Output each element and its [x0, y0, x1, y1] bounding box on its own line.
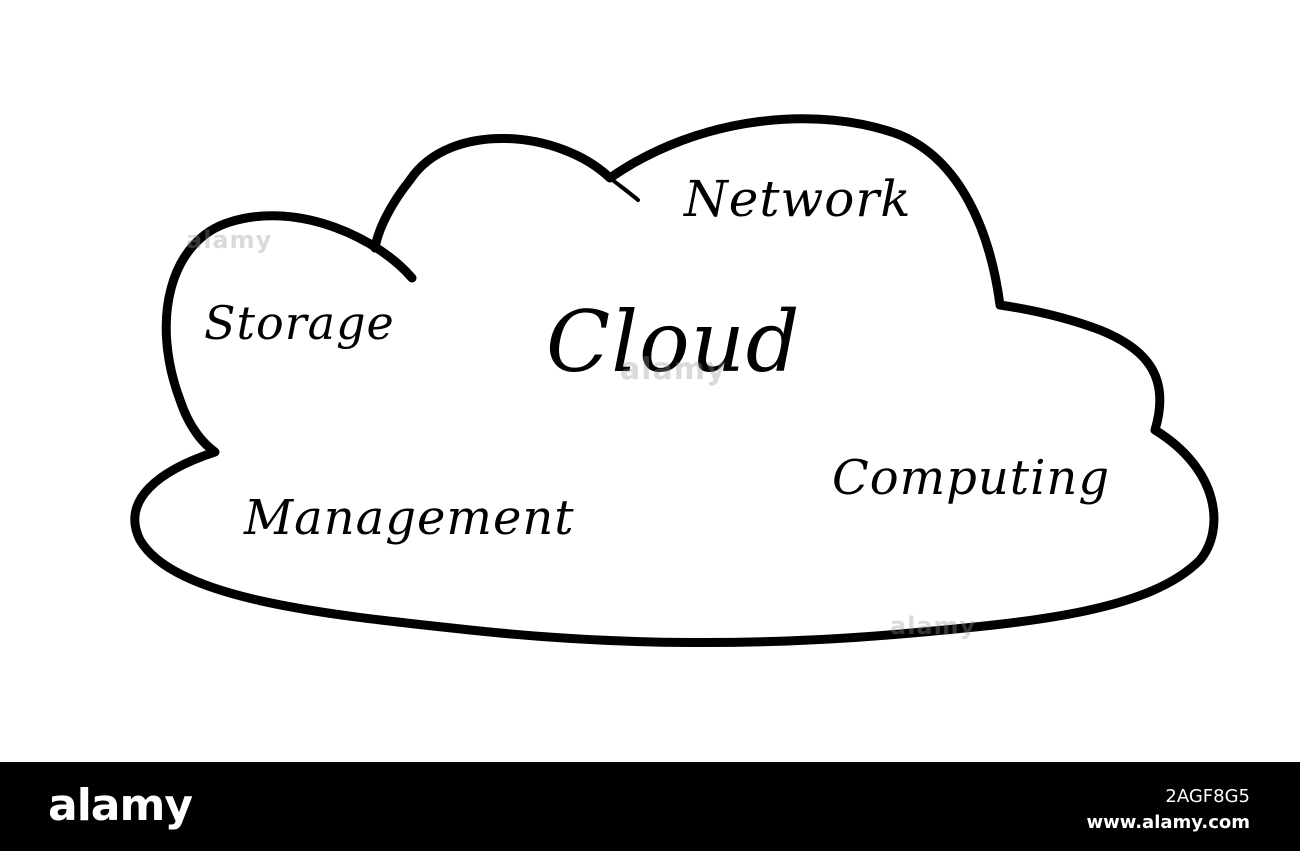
- footer-bar: alamy 2AGF8G5 www.alamy.com: [0, 762, 1300, 851]
- watermark: alamy: [186, 226, 273, 254]
- footer-url: www.alamy.com: [1086, 812, 1250, 833]
- management-label: Management: [244, 490, 575, 546]
- cloud-label: Cloud: [546, 293, 801, 391]
- image-id: 2AGF8G5: [1165, 786, 1250, 807]
- watermark: alamy: [620, 352, 727, 387]
- network-label: Network: [684, 170, 912, 228]
- computing-label: Computing: [832, 450, 1111, 506]
- cloud-outline-icon: [130, 114, 1219, 648]
- diagram-canvas: Network Storage Cloud Computing Manageme…: [130, 114, 1219, 648]
- watermark: alamy: [890, 612, 977, 640]
- alamy-logo: alamy: [48, 780, 193, 831]
- storage-label: Storage: [204, 296, 395, 350]
